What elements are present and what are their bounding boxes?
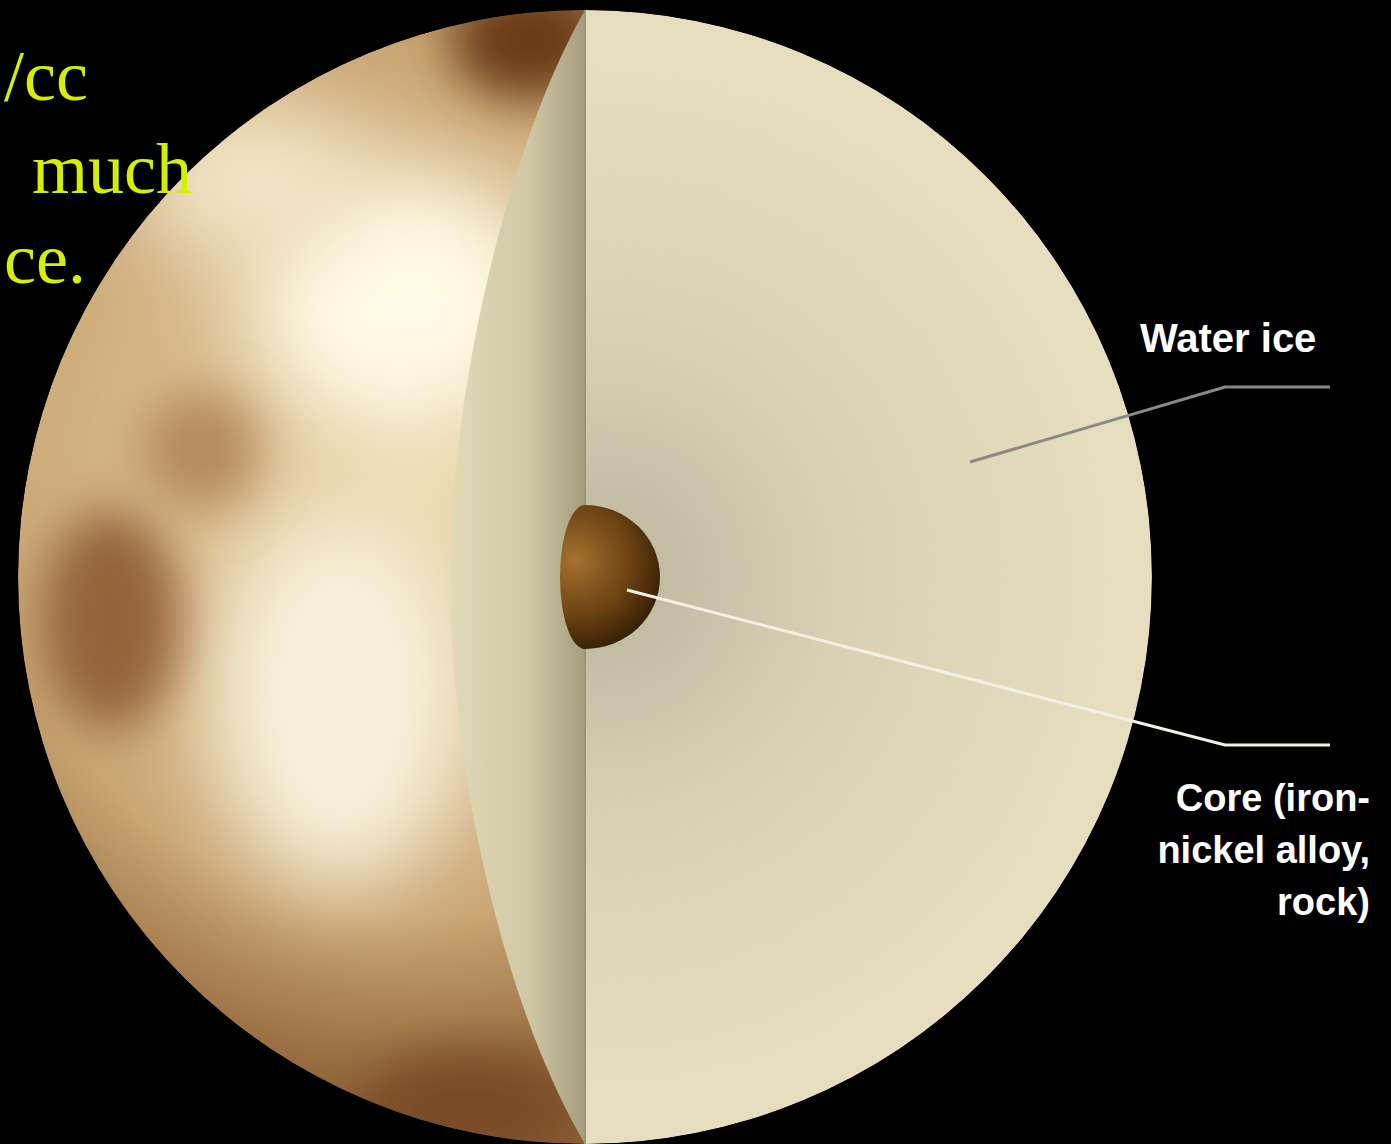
front-cut-face <box>585 10 1152 1144</box>
leader-line <box>970 387 1330 462</box>
leader-line <box>627 590 1330 745</box>
slide-text: much <box>32 133 192 205</box>
slide-text: /cc <box>4 40 88 112</box>
part-label: Core (iron-nickel alloy, rock) <box>1105 772 1370 928</box>
slide-text: ce. <box>4 223 86 295</box>
ice-texture <box>585 10 1152 1144</box>
part-label: Water ice <box>1140 312 1316 364</box>
cut-faces <box>450 10 1152 1144</box>
sphere-surface <box>18 0 1152 1144</box>
core-sphere <box>560 505 660 649</box>
